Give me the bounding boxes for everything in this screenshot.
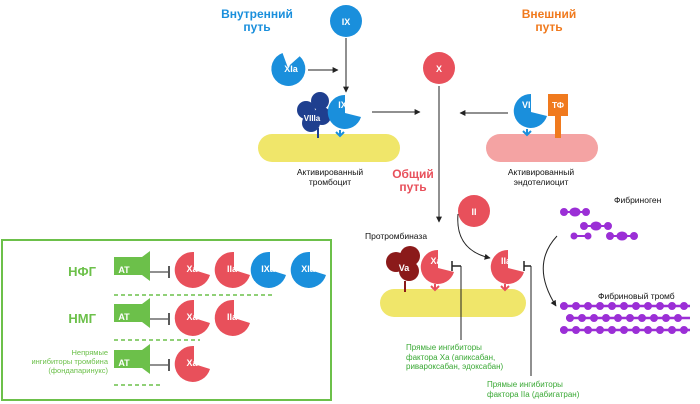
extrinsic-pathway-title: Внешний путь bbox=[521, 7, 577, 34]
fibrin-node bbox=[680, 302, 688, 310]
fibrin-node bbox=[566, 314, 574, 322]
fibrin-node bbox=[644, 326, 652, 334]
svg-text:AT: AT bbox=[118, 265, 130, 275]
fibrinogen-molecules bbox=[560, 207, 638, 241]
svg-text:AT: AT bbox=[118, 312, 130, 322]
svg-text:VIIIa: VIIIa bbox=[304, 114, 321, 123]
fibrin-node bbox=[584, 326, 592, 334]
tissue-factor: ТФ bbox=[548, 94, 568, 138]
direct-xa-inhibitors-label: Прямые ингибиторы фактора Ха (апиксабан,… bbox=[406, 343, 504, 371]
svg-text:XIa: XIa bbox=[284, 64, 299, 74]
svg-text:IXa: IXa bbox=[338, 100, 353, 110]
svg-text:IX: IX bbox=[342, 17, 351, 27]
factor-iia: IIa bbox=[490, 249, 524, 292]
fibrin-node bbox=[632, 326, 640, 334]
indirect-inhibitors-label: Непрямые ингибиторы тромбина (фондапарин… bbox=[31, 348, 108, 375]
factor-viiia: VIIIa bbox=[297, 92, 331, 138]
svg-text:VIIa: VIIa bbox=[522, 100, 539, 110]
fibrin-node bbox=[620, 302, 628, 310]
fibrin-node bbox=[662, 314, 670, 322]
indirect-row: AT Xa bbox=[114, 344, 210, 386]
svg-text:Xa: Xa bbox=[186, 264, 198, 274]
svg-text:XIa: XIa bbox=[301, 264, 316, 274]
ufh-label: НФГ bbox=[68, 264, 96, 279]
indirect-at-block bbox=[114, 344, 150, 374]
svg-text:Xa: Xa bbox=[186, 312, 198, 322]
svg-text:IXa: IXa bbox=[261, 264, 276, 274]
activated-platelet-label: Активированный тромбоцит bbox=[296, 167, 364, 187]
factor-viia: VIIa bbox=[513, 93, 547, 137]
activated-platelet-membrane bbox=[258, 134, 400, 162]
factor-ixa: IXa bbox=[327, 94, 361, 138]
fibrin-node bbox=[596, 326, 604, 334]
svg-text:ТФ: ТФ bbox=[552, 100, 564, 110]
svg-text:IIa: IIa bbox=[227, 264, 238, 274]
ufh-at-block bbox=[114, 251, 150, 281]
fibrin-node bbox=[572, 302, 580, 310]
fibrinogen-label: Фибриноген bbox=[614, 195, 662, 205]
svg-text:X: X bbox=[436, 64, 442, 74]
fibrin-node bbox=[668, 302, 676, 310]
fibrin-node bbox=[650, 314, 658, 322]
fibrin-node bbox=[602, 314, 610, 322]
intrinsic-pathway-title: Внутренний путь bbox=[221, 7, 293, 34]
fibrin-node bbox=[596, 302, 604, 310]
fibrin-node bbox=[590, 314, 598, 322]
fibrin-node bbox=[578, 314, 586, 322]
fibrin-node bbox=[608, 326, 616, 334]
lmwh-at-block bbox=[114, 298, 150, 328]
prothrombinase-factor-xa: Xa bbox=[420, 249, 454, 292]
fibrin-clot-label: Фибриновый тромб bbox=[598, 291, 675, 301]
ufh-row: AT Xa IIa IXa XIa bbox=[114, 251, 326, 296]
fibrin-node bbox=[584, 302, 592, 310]
direct-iia-inhibitors-label: Прямые ингибиторы фактора IIa (дабигатра… bbox=[487, 380, 580, 399]
factor-va: Va bbox=[386, 246, 420, 292]
fibrin-node bbox=[560, 326, 568, 334]
anticoagulant-legend-box bbox=[1, 239, 332, 401]
fibrin-node bbox=[632, 302, 640, 310]
arrow-fibrinogen-to-fibrin bbox=[542, 235, 558, 307]
factor-x: X bbox=[423, 52, 455, 84]
direct-xa-inhibitor-line bbox=[451, 261, 462, 340]
prothrombinase-membrane bbox=[380, 289, 526, 317]
prothrombinase-label: Протромбиназа bbox=[365, 231, 428, 241]
fibrin-clot bbox=[560, 302, 690, 334]
fibrin-node bbox=[638, 314, 646, 322]
fibrin-node bbox=[674, 314, 682, 322]
fibrin-node bbox=[626, 314, 634, 322]
svg-text:AT: AT bbox=[118, 358, 130, 368]
common-pathway-title: Общий путь bbox=[392, 167, 434, 194]
lmwh-row: AT Xa IIa bbox=[114, 298, 250, 341]
direct-iia-inhibitor-line bbox=[523, 261, 532, 376]
fibrin-node bbox=[656, 326, 664, 334]
svg-text:II: II bbox=[471, 207, 476, 217]
fibrin-node bbox=[644, 302, 652, 310]
fibrin-node bbox=[656, 302, 664, 310]
fibrin-node bbox=[668, 326, 676, 334]
activated-endothelium-membrane bbox=[486, 134, 598, 162]
svg-text:Va: Va bbox=[399, 263, 411, 273]
fibrin-node bbox=[560, 302, 568, 310]
svg-text:Xa: Xa bbox=[186, 358, 198, 368]
arrow-ii-to-iia bbox=[457, 213, 491, 260]
svg-text:IIa: IIa bbox=[501, 256, 512, 266]
factor-xia: XIa bbox=[271, 52, 306, 86]
fibrin-node bbox=[680, 326, 688, 334]
svg-text:IIa: IIa bbox=[227, 312, 238, 322]
fibrin-node bbox=[614, 314, 622, 322]
activated-endothelium-label: Активированный эндотелиоцит bbox=[507, 167, 575, 187]
fibrin-node bbox=[608, 302, 616, 310]
svg-text:Xa: Xa bbox=[430, 256, 442, 266]
factor-ix: IX bbox=[330, 5, 362, 37]
fibrin-node bbox=[620, 326, 628, 334]
lmwh-label: НМГ bbox=[68, 311, 96, 326]
factor-ii: II bbox=[458, 195, 490, 227]
fibrin-node bbox=[572, 326, 580, 334]
